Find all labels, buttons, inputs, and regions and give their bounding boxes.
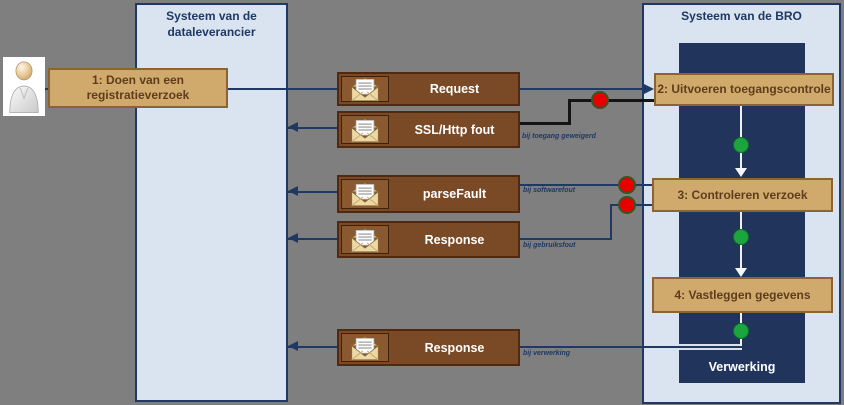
message-response-validation: Response bbox=[337, 221, 520, 258]
error-dot-softwarefout bbox=[618, 176, 636, 194]
lane-dataleverancier-title: Systeem van de dataleverancier bbox=[166, 9, 257, 39]
connector-step3-response-b bbox=[610, 204, 612, 240]
message-request-label: Request bbox=[429, 82, 480, 96]
connector-step3-parsefault bbox=[520, 184, 652, 186]
arrowhead-parsefault-return bbox=[288, 186, 298, 196]
message-parsefault: parseFault bbox=[337, 175, 520, 213]
activity-step-4-label: 4: Vastleggen gegevens bbox=[674, 287, 811, 302]
process-label: Verwerking bbox=[708, 360, 776, 374]
connector-request-step2 bbox=[520, 88, 646, 90]
message-ssl-fout: SSL/Http fout bbox=[337, 111, 520, 148]
message-response-processing: Response bbox=[337, 329, 520, 366]
actor-card bbox=[3, 57, 45, 116]
connector-response-return bbox=[288, 238, 339, 240]
error-connector-step2-c bbox=[520, 122, 571, 125]
connector-step1-request bbox=[226, 88, 339, 90]
lane-dataleverancier: Systeem van de dataleverancier bbox=[135, 3, 288, 402]
activity-step-3-label: 3: Controleren verzoek bbox=[677, 187, 808, 202]
error-dot-gebruiksfout bbox=[618, 196, 636, 214]
connector-parsefault-return bbox=[288, 191, 339, 193]
activity-step-1: 1: Doen van een registratieverzoek bbox=[48, 68, 228, 108]
success-dot-1 bbox=[733, 137, 749, 153]
arrowhead-ssl-return bbox=[288, 122, 298, 132]
error-connector-step2-b bbox=[568, 99, 571, 125]
arrowhead-response-return bbox=[288, 233, 298, 243]
arrowhead-into-step3 bbox=[735, 168, 747, 177]
envelope-icon bbox=[341, 115, 389, 144]
condition-toegang-geweigerd: bij toegang geweigerd bbox=[522, 133, 596, 140]
person-icon bbox=[9, 60, 39, 113]
connector-step3-response-c bbox=[520, 238, 612, 240]
activity-step-2-label: 2: Uitvoeren toegangscontrole bbox=[657, 82, 831, 96]
arrowhead-into-step2 bbox=[644, 84, 654, 94]
condition-verwerking: bij verwerking bbox=[523, 350, 571, 357]
condition-softwarefout: bij softwarefout bbox=[523, 187, 576, 194]
envelope-icon bbox=[341, 225, 389, 254]
error-connector-step2-a bbox=[569, 99, 654, 102]
connector-final-response-a bbox=[679, 346, 742, 348]
success-dot-3 bbox=[733, 323, 749, 339]
activity-step-3: 3: Controleren verzoek bbox=[652, 178, 833, 212]
message-request: Request bbox=[337, 72, 520, 106]
envelope-icon bbox=[341, 333, 389, 362]
connector-ssl-return bbox=[288, 127, 339, 129]
message-response-processing-label: Response bbox=[424, 340, 485, 355]
activity-step-2: 2: Uitvoeren toegangscontrole bbox=[654, 73, 834, 106]
connector-actor-step1 bbox=[38, 88, 52, 90]
arrowhead-into-step4 bbox=[735, 268, 747, 277]
activity-step-4: 4: Vastleggen gegevens bbox=[652, 277, 833, 313]
message-response-validation-label: Response bbox=[424, 232, 485, 247]
envelope-icon bbox=[341, 179, 389, 209]
lane-bro-title: Systeem van de BRO bbox=[681, 9, 802, 23]
arrowhead-final-response bbox=[288, 341, 298, 351]
message-parsefault-label: parseFault bbox=[422, 187, 487, 201]
envelope-icon bbox=[341, 76, 389, 102]
message-ssl-fout-label: SSL/Http fout bbox=[414, 122, 495, 137]
condition-gebruiksfout: bij gebruiksfout bbox=[523, 242, 576, 249]
activity-step-1-label: 1: Doen van een registratieverzoek bbox=[86, 73, 190, 102]
success-dot-2 bbox=[733, 229, 749, 245]
error-dot-toegang bbox=[591, 91, 609, 109]
